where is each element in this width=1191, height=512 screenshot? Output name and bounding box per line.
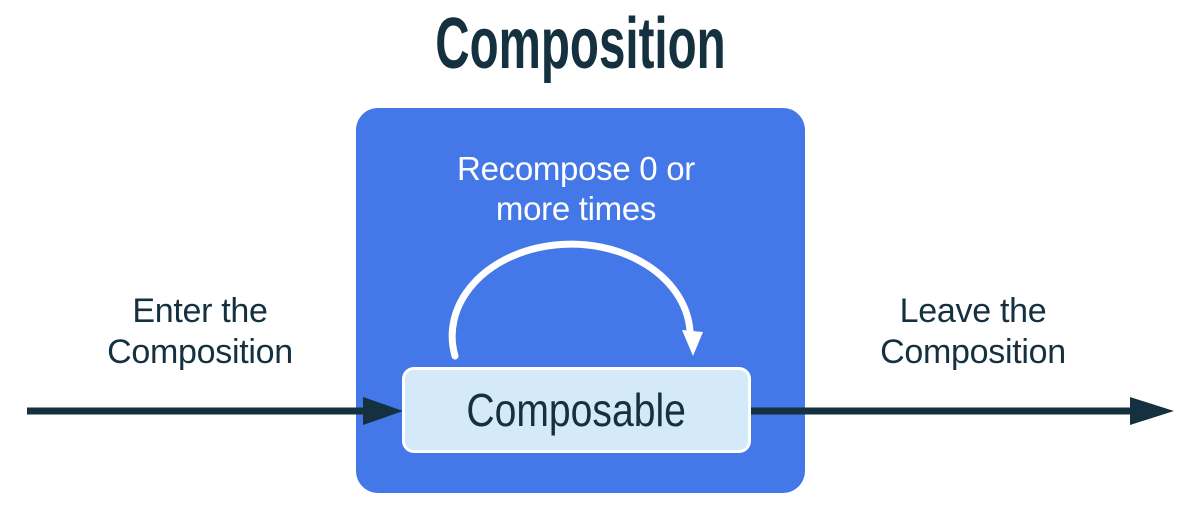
composable-box: Composable <box>402 367 751 453</box>
recompose-label: Recompose 0 or more times <box>457 150 695 227</box>
enter-arrow-icon <box>27 397 403 425</box>
diagram-title: Composition <box>435 4 726 84</box>
leave-label: Leave the Composition <box>880 292 1066 371</box>
leave-arrow-icon <box>748 397 1174 425</box>
enter-label: Enter the Composition <box>107 292 293 371</box>
composable-label: Composable <box>466 384 687 436</box>
